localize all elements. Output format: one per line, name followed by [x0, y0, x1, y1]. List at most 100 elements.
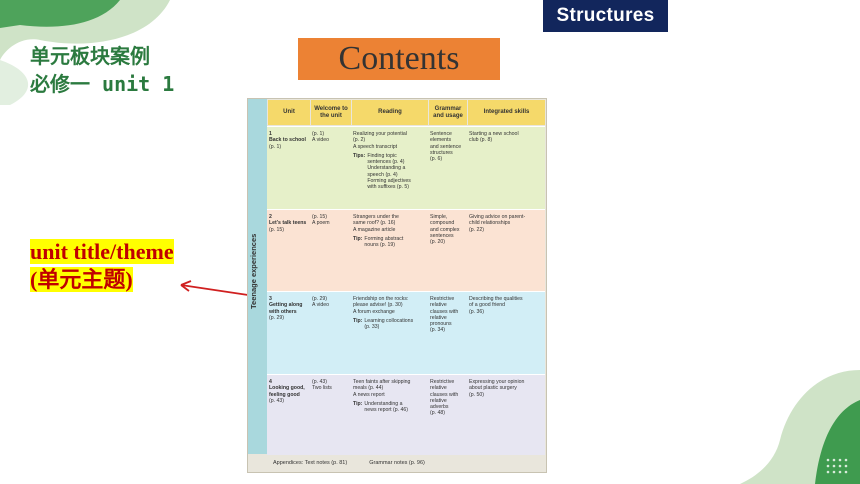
cell-line: (p. 1) [269, 143, 282, 150]
cell-integrated: Giving advice on parent-child relationsh… [469, 214, 545, 233]
cell-line: (p. 29) [312, 296, 327, 302]
cell-line: (p. 22) [469, 226, 484, 233]
bottom-right-leaf-decoration [740, 370, 860, 484]
top-left-leaf-decoration [0, 0, 170, 105]
slide-left-title: 单元板块案例 必修一 unit 1 [30, 42, 174, 98]
theme-sidebar: Teenage experiences [248, 99, 267, 454]
cell-line: Simple, [430, 214, 448, 220]
table-footer: Appendices: Text notes (p. 81) Grammar n… [267, 455, 545, 471]
tips-label: Tip: [353, 400, 363, 407]
cell-line: clauses with [430, 391, 459, 398]
cell-line: Restrictive [430, 296, 455, 302]
cell-line: 2 [269, 214, 272, 220]
cell-line: compound [430, 220, 455, 227]
cell-line: please advise! (p. 30) [353, 302, 403, 309]
structures-badge: Structures [543, 0, 668, 32]
cell-line: elements [430, 137, 452, 144]
cell-line: (p. 43) [312, 379, 327, 385]
contents-table: Teenage experiences Unit Welcome to the … [247, 98, 547, 473]
theme-label: Teenage experiences [249, 233, 258, 309]
left-title-line1: 单元板块案例 [30, 44, 150, 68]
cell-line: and sentence [430, 143, 462, 150]
cell-line: club (p. 8) [469, 137, 493, 144]
cell-line: A magazine article [353, 226, 396, 233]
cell-line: Teen faints after skipping [353, 379, 411, 385]
cell-line: and complex [430, 226, 460, 233]
cell-line: sentences (p. 4) [367, 159, 405, 166]
header-grammar: Grammar and usage [429, 100, 467, 125]
contents-title: Contents [298, 38, 500, 80]
cell-line: Learning collocations [364, 317, 414, 324]
footer-grammar-notes: Grammar notes (p. 96) [369, 460, 425, 466]
cell-line: (p. 15) [269, 226, 284, 233]
header-integrated: Integrated skills [468, 100, 545, 125]
footer-appendices: Appendices: Text notes (p. 81) [273, 460, 348, 466]
left-title-line2: 必修一 unit 1 [30, 72, 175, 96]
cell-line: Let's talk teens [269, 220, 307, 227]
cell-line: Getting along with others [269, 302, 303, 315]
unit-title-annotation: unit title/theme (单元主题) [30, 238, 174, 294]
cell-line: with suffixes (p. 5) [367, 184, 410, 191]
cell-line: of a good friend [469, 302, 506, 309]
cell-line: 3 [269, 296, 272, 302]
cell-line: adverbs [430, 404, 449, 411]
cell-line: (p. 48) [430, 410, 445, 417]
tips-label: Tip: [353, 317, 363, 324]
cell-line: (p. 29) [269, 314, 284, 321]
tips-list: Learning collocations(p. 33) [364, 318, 413, 331]
tips-label: Tips: [353, 152, 366, 159]
cell-line: (p. 2) [353, 137, 366, 144]
cell-line: A speech transcript [353, 143, 398, 150]
tips-block: Tip:Learning collocations(p. 33) [353, 318, 429, 331]
cell-line: relative [430, 302, 447, 309]
cell-line: Strangers under the [353, 214, 399, 220]
cell-line: A video [312, 137, 330, 144]
cell-line: (p. 15) [312, 214, 327, 220]
cell-line: child relationships [469, 220, 511, 227]
cell-line: Sentence [430, 131, 452, 137]
cell-line: (p. 20) [430, 239, 445, 246]
annotation-line1: unit title/theme [30, 239, 174, 264]
cell-line: speech (p. 4) [367, 171, 398, 178]
cell-line: Realizing your potential [353, 131, 407, 137]
cell-line: Finding topic [367, 152, 397, 159]
cell-line: (p. 34) [430, 327, 445, 334]
cell-line: same roof? (p. 16) [353, 220, 396, 227]
annotation-line2: (单元主题) [30, 267, 133, 292]
cell-line: Restrictive [430, 379, 455, 385]
cell-line: relative [430, 397, 447, 404]
tips-label: Tip: [353, 235, 363, 242]
cell-line: (p. 36) [469, 308, 484, 315]
cell-line: Starting a new school [469, 131, 519, 137]
cell-line: nouns (p. 19) [364, 242, 395, 249]
cell-line: Understanding a [367, 165, 406, 172]
header-unit: Unit [268, 100, 310, 125]
cell-line: clauses with [430, 308, 459, 315]
cell-line: Describing the qualities [469, 296, 523, 302]
cell-line: Forming abstract [364, 235, 404, 242]
cell-line: Expressing your opinion [469, 379, 525, 385]
cell-line: Forming adjectives [367, 178, 411, 185]
cell-line: A video [312, 302, 330, 309]
header-welcome: Welcome to the unit [311, 100, 351, 125]
cell-line: meals (p. 44) [353, 385, 384, 392]
